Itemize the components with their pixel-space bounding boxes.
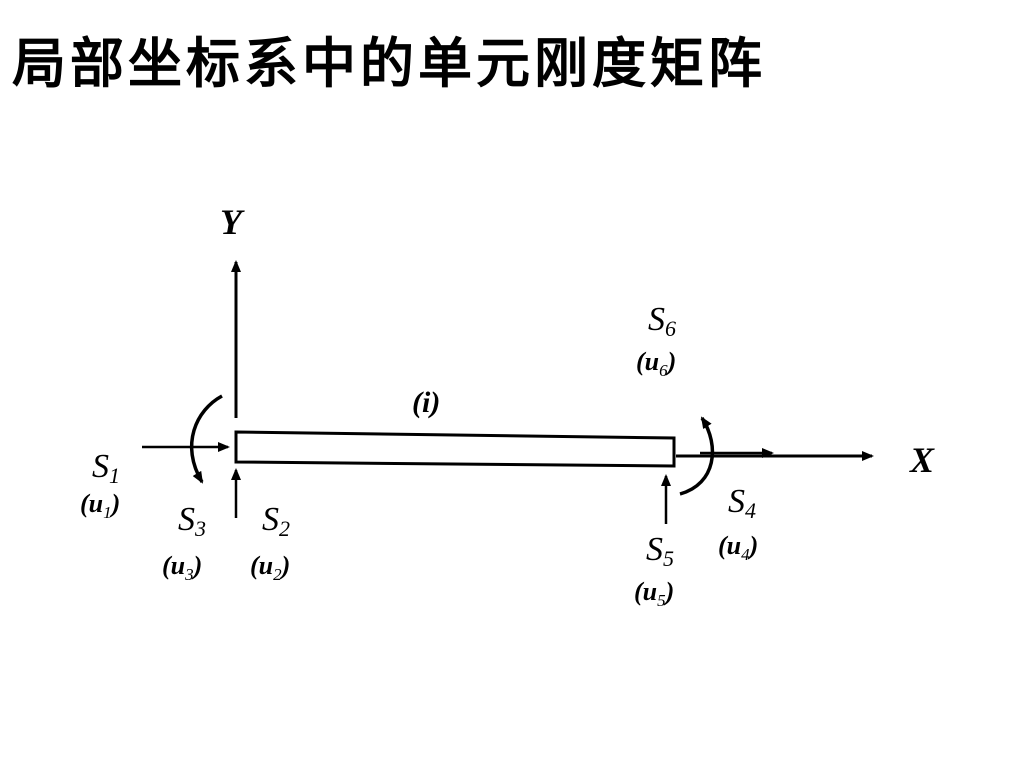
svg-text:(u2): (u2) (250, 551, 290, 584)
x-axis-label: X (909, 440, 935, 480)
y-axis-label: Y (220, 202, 245, 242)
svg-text:(u4): (u4) (718, 531, 758, 564)
label-s4: S4 (u4) (718, 483, 758, 564)
svg-text:S4: S4 (728, 483, 756, 523)
label-s3: S3 (u3) (162, 501, 206, 584)
svg-text:(u5): (u5) (634, 577, 674, 610)
beam-element (234, 430, 676, 468)
svg-text:(u1): (u1) (80, 489, 120, 522)
slide-title: 局部坐标系中的单元刚度矩阵 (12, 31, 766, 95)
svg-text:S6: S6 (648, 301, 676, 341)
label-s6: S6 (u6) (636, 301, 676, 380)
svg-text:(u6): (u6) (636, 347, 676, 380)
element-label: (i) (412, 386, 440, 419)
s3-moment-arrow (189, 394, 223, 484)
svg-text:S5: S5 (646, 531, 674, 571)
svg-text:S3: S3 (178, 501, 206, 541)
svg-text:S1: S1 (92, 448, 120, 488)
label-s1: S1 (u1) (80, 448, 120, 522)
label-s5: S5 (u5) (634, 531, 674, 610)
s6-moment-arrow (679, 416, 715, 496)
label-s2: S2 (u2) (250, 501, 290, 584)
svg-text:S2: S2 (262, 501, 290, 541)
svg-text:(u3): (u3) (162, 551, 202, 584)
